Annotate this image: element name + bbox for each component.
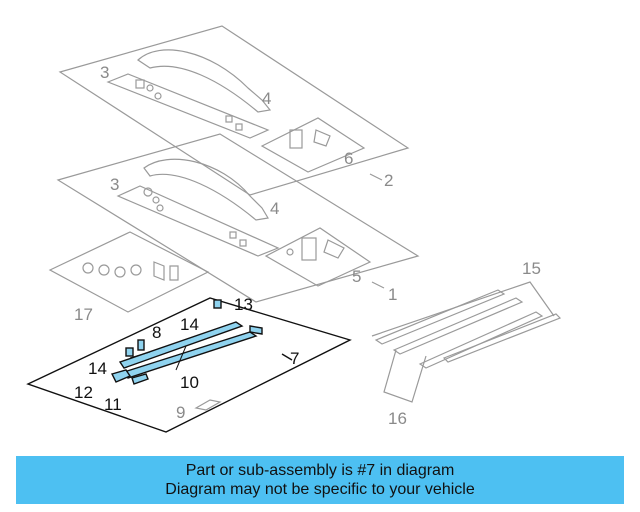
callout-2: 2 xyxy=(384,171,393,190)
assembly-panel-7 xyxy=(26,297,352,433)
callout-14a: 14 xyxy=(88,359,107,378)
part-9 xyxy=(194,399,222,411)
assembly-panel-2 xyxy=(58,25,410,196)
callout-16: 16 xyxy=(388,409,407,428)
banner-line-1: Part or sub-assembly is #7 in diagram xyxy=(185,462,455,479)
parts-diagram: 3 4 6 2 3 4 5 1 17 15 16 9 13 14 8 7 14 … xyxy=(26,25,562,433)
callout-4a: 4 xyxy=(262,89,271,108)
callout-9: 9 xyxy=(176,403,185,422)
callout-11: 11 xyxy=(104,395,122,414)
callout-1: 1 xyxy=(388,285,397,304)
callout-5: 5 xyxy=(352,267,361,286)
callout-17: 17 xyxy=(74,305,93,324)
callout-15: 15 xyxy=(522,259,541,278)
callout-14b: 14 xyxy=(180,315,199,334)
callout-6: 6 xyxy=(344,149,353,168)
callout-12: 12 xyxy=(74,383,93,402)
assembly-panel-1 xyxy=(56,133,420,303)
callout-4b: 4 xyxy=(270,199,279,218)
callout-7: 7 xyxy=(290,349,299,368)
callout-10: 10 xyxy=(180,373,199,392)
assembly-panel-15-16 xyxy=(371,281,562,403)
banner-line-2: Diagram may not be specific to your vehi… xyxy=(165,481,475,498)
callout-labels: 3 4 6 2 3 4 5 1 17 15 16 9 13 14 8 7 14 … xyxy=(74,63,541,428)
callout-13: 13 xyxy=(234,295,253,314)
callout-3b: 3 xyxy=(110,175,119,194)
callout-8: 8 xyxy=(152,323,161,342)
assembly-panel-17 xyxy=(48,231,210,313)
callout-3a: 3 xyxy=(100,63,109,82)
info-banner: Part or sub-assembly is #7 in diagram Di… xyxy=(16,456,624,504)
